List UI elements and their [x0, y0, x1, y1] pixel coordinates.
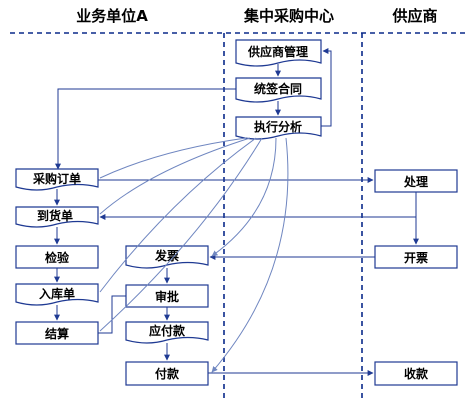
invoice-label: 发票	[154, 248, 179, 263]
invoice-node	[125, 245, 209, 269]
inspection-label: 检验	[45, 250, 70, 265]
connector-settlement-approval	[98, 295, 126, 334]
curve-execution-to-purchase-order	[99, 137, 247, 179]
processing-label: 处理	[403, 174, 428, 189]
arrow-processing-to-arrival	[99, 192, 417, 220]
arrow-contract-to-purchase-order	[55, 88, 236, 170]
purchase-order-node	[15, 168, 99, 191]
lane-title-business: 业务单位A	[76, 7, 148, 25]
approval-label: 审批	[155, 289, 179, 304]
purchase-order-label: 采购订单	[32, 171, 81, 186]
settlement-label: 结算	[45, 326, 69, 341]
arrival-note-label: 到货单	[37, 208, 73, 223]
payable-node	[125, 321, 209, 344]
warehouse-receipt-label: 入库单	[39, 286, 75, 301]
arrival-note-node	[15, 206, 99, 228]
receipt-node	[374, 361, 458, 386]
warehouse-receipt-node	[15, 283, 99, 306]
execution-analysis-label: 执行分析	[254, 119, 302, 134]
invoicing-label: 开票	[404, 251, 428, 265]
curve-execution-to-invoice	[211, 137, 277, 257]
contract-node	[235, 77, 322, 103]
lane-title-supplier: 供应商	[391, 7, 437, 25]
contract-label: 统签合同	[254, 81, 302, 96]
curve-execution-to-settlement	[99, 137, 263, 332]
curve-execution-to-arrival	[99, 137, 251, 215]
payment-label: 付款	[155, 366, 180, 381]
arrow-execution-feedback-to-supplier-mgmt	[321, 48, 332, 127]
lane-title-central: 集中采购中心	[243, 7, 334, 25]
curve-execution-to-warehouse	[99, 137, 257, 293]
supplier-management-label: 供应商管理	[247, 44, 308, 59]
curve-execution-to-payment	[211, 137, 289, 373]
receipt-label: 收款	[404, 366, 429, 381]
supplier-management-node	[235, 39, 322, 67]
payable-label: 应付款	[149, 323, 186, 338]
